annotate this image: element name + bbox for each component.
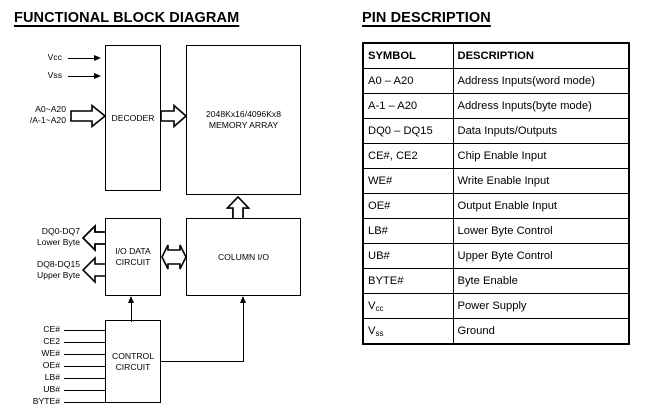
lb-hash-label: LB# (44, 372, 60, 382)
cell-description: Upper Byte Control (452, 243, 630, 269)
address-byte-mode-label: /A-1~A20 (29, 115, 66, 125)
control-to-io-line (131, 302, 133, 322)
decoder-to-memory-arrow-icon (161, 104, 187, 128)
control-circuit-block: CONTROL CIRCUIT (105, 320, 161, 403)
dq-lower-byte-sublabel: Lower Byte (37, 237, 80, 247)
decoder-block: DECODER (105, 45, 161, 191)
dq-upper-byte-sublabel: Upper Byte (37, 270, 80, 280)
byte-hash-label: BYTE# (32, 396, 60, 406)
dq-upper-byte-arrow-icon (82, 256, 108, 284)
control-circuit-label-line2: CIRCUIT (115, 361, 151, 372)
pin-description-title: PIN DESCRIPTION (362, 10, 491, 26)
cell-description: Lower Byte Control (452, 218, 630, 244)
cell-description: Output Enable Input (452, 193, 630, 219)
table-row: BYTE#Byte Enable (362, 268, 630, 294)
ce2-line (64, 342, 105, 344)
cell-symbol: LB# (362, 218, 454, 244)
cell-description: Chip Enable Input (452, 143, 630, 169)
io-data-circuit-label-line2: CIRCUIT (115, 257, 151, 267)
ce2-label: CE2 (43, 336, 60, 346)
cell-description: Write Enable Input (452, 168, 630, 194)
ce-hash-line (64, 330, 105, 332)
dq-lower-byte-arrow-icon (82, 224, 108, 252)
table-row: LB#Lower Byte Control (362, 218, 630, 244)
dq-upper-byte-label: DQ8-DQ15 (37, 259, 80, 269)
cell-symbol: WE# (362, 168, 454, 194)
column-io-label: COLUMN I/O (217, 251, 270, 262)
cell-symbol: CE#, CE2 (362, 143, 454, 169)
control-to-io-arrow-icon (127, 296, 134, 303)
control-to-column-arrow-icon (240, 296, 246, 303)
byte-hash-line (64, 402, 105, 404)
cell-symbol: A-1 – A20 (362, 93, 454, 119)
vcc-label: Vcc (47, 52, 62, 62)
cell-symbol: A0 – A20 (362, 68, 454, 94)
decoder-label: DECODER (111, 112, 155, 123)
io-data-circuit-block: I/O DATA CIRCUIT (105, 218, 161, 296)
vss-arrow-icon (94, 72, 101, 79)
address-block-arrow-icon (70, 104, 106, 128)
table-header-row: SYMBOL DESCRIPTION (362, 42, 630, 69)
column-header-symbol: SYMBOL (362, 42, 454, 69)
cell-symbol: OE# (362, 193, 454, 219)
ub-hash-line (64, 390, 105, 392)
vss-label: Vss (47, 70, 62, 80)
cell-description: Ground (452, 318, 630, 345)
memory-array-capacity: 2048Kx16/4096Kx8 (205, 109, 282, 119)
oe-hash-line (64, 366, 105, 368)
memory-to-column-arrow-icon (226, 196, 250, 220)
control-circuit-label-line1: CONTROL (111, 350, 155, 361)
vcc-line (68, 58, 96, 60)
dq-lower-byte-label: DQ0-DQ7 (41, 226, 80, 236)
cell-symbol: DQ0 – DQ15 (362, 118, 454, 144)
cell-description: Power Supply (452, 293, 630, 319)
cell-description: Address Inputs(word mode) (452, 68, 630, 94)
ub-hash-label: UB# (43, 384, 60, 394)
cell-symbol: Vcc (362, 293, 454, 319)
cell-symbol: Vss (362, 318, 454, 345)
we-hash-label: WE# (41, 348, 60, 358)
column-io-block: COLUMN I/O (186, 218, 301, 296)
cell-description: Data Inputs/Outputs (452, 118, 630, 144)
control-to-column-hline (161, 361, 244, 363)
memory-array-label: MEMORY ARRAY (208, 120, 279, 130)
table-row: OE#Output Enable Input (362, 193, 630, 219)
cell-symbol: BYTE# (362, 268, 454, 294)
oe-hash-label: OE# (42, 360, 60, 370)
lb-hash-line (64, 378, 105, 380)
table-row: WE#Write Enable Input (362, 168, 630, 194)
ce-hash-label: CE# (43, 324, 60, 334)
functional-block-diagram-title: FUNCTIONAL BLOCK DIAGRAM (14, 10, 240, 26)
table-row: UB#Upper Byte Control (362, 243, 630, 269)
cell-description: Byte Enable (452, 268, 630, 294)
vss-line (68, 76, 96, 78)
vcc-arrow-icon (94, 54, 101, 61)
control-to-column-vline (243, 302, 245, 362)
io-to-column-arrow-icon (161, 244, 187, 270)
io-data-circuit-label-line1: I/O DATA (115, 246, 151, 256)
cell-symbol: UB# (362, 243, 454, 269)
cell-description: Address Inputs(byte mode) (452, 93, 630, 119)
address-word-mode-label: A0~A20 (35, 104, 66, 114)
column-header-description: DESCRIPTION (452, 42, 630, 69)
we-hash-line (64, 354, 105, 356)
memory-array-block: 2048Kx16/4096Kx8 MEMORY ARRAY (186, 45, 301, 195)
